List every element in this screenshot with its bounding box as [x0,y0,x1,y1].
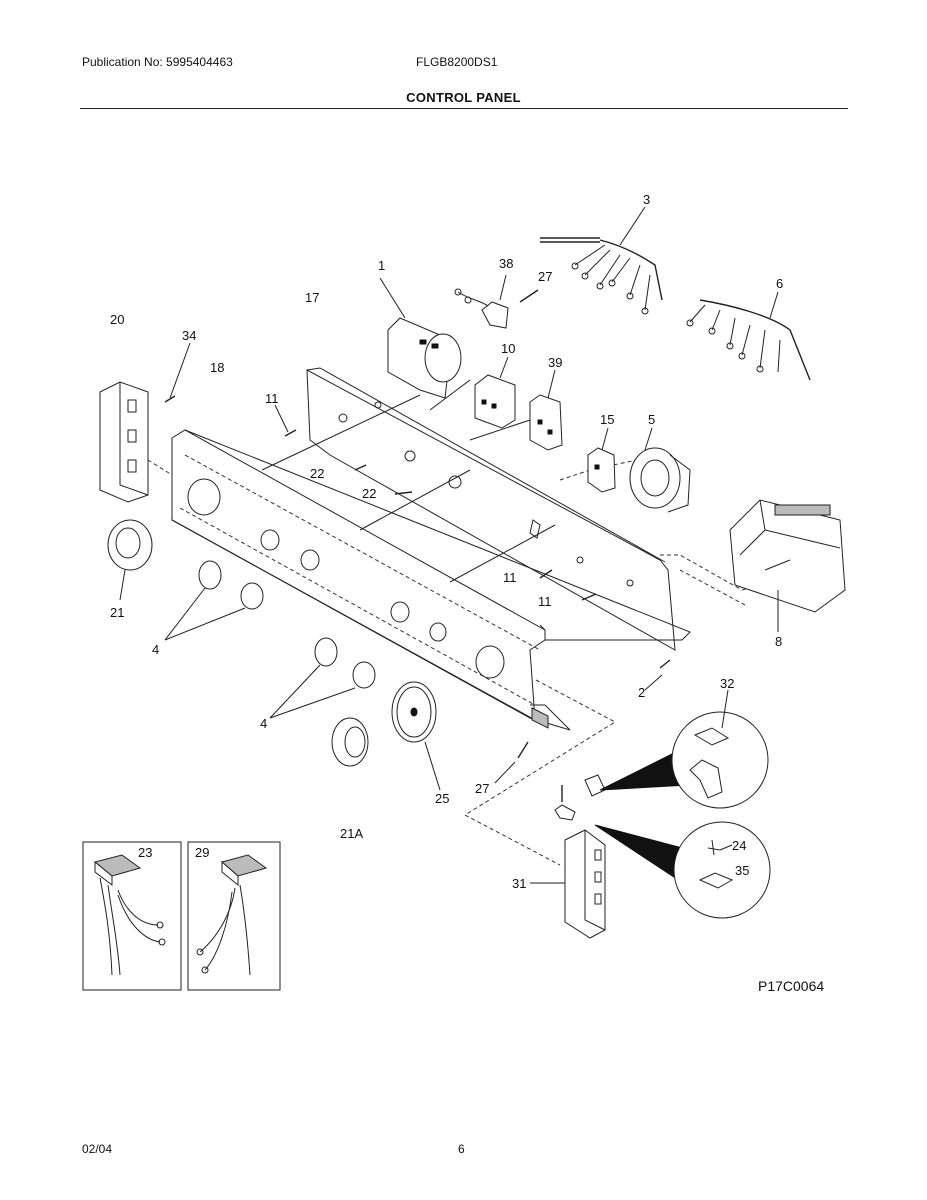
side-bracket-part-18[interactable] [99,342,191,503]
front-console[interactable] [171,429,691,731]
knob-part-21[interactable] [107,519,153,601]
callout-1: 1 [378,258,385,273]
footer-page-number: 6 [458,1142,465,1156]
publication-number: Publication No: 5995404463 [82,55,233,69]
callout-17: 17 [305,290,319,305]
knob-part-21A[interactable] [331,717,369,767]
callout-27: 27 [475,781,489,796]
callout-27: 27 [538,269,552,284]
timer-part-1[interactable] [379,277,462,399]
selector-switch-part-5[interactable] [629,427,691,513]
page-title: CONTROL PANEL [406,90,521,105]
callout-6: 6 [776,276,783,291]
callout-23: 23 [138,845,152,860]
control-board-part-8[interactable] [729,499,846,632]
detail-circle-24-35 [594,821,771,919]
dial-part-25[interactable] [391,681,441,791]
callout-4: 4 [260,716,267,731]
knobs-part-4[interactable] [164,560,376,719]
callout-15: 15 [600,412,614,427]
callout-29: 29 [195,845,209,860]
callout-21: 21 [110,605,124,620]
callout-20: 20 [110,312,124,327]
header-rule [80,108,848,109]
detail-circle-32 [599,689,769,809]
callout-31: 31 [512,876,526,891]
callout-21A: 21A [340,826,363,841]
callout-32: 32 [720,676,734,691]
switch-part-15[interactable] [587,427,616,493]
callout-11: 11 [503,570,517,585]
screws[interactable] [274,404,671,784]
callout-3: 3 [643,192,650,207]
callout-22: 22 [310,466,324,481]
bracket-part-31[interactable] [530,774,606,939]
callout-5: 5 [648,412,655,427]
footer-date: 02/04 [82,1142,113,1156]
callout-38: 38 [499,256,513,271]
wire-harness-part-6[interactable] [686,291,811,381]
callout-18: 18 [210,360,224,375]
inset-box-29[interactable] [187,841,281,991]
callout-34: 34 [182,328,196,343]
callout-22: 22 [362,486,376,501]
figure-code: P17C0064 [758,978,825,994]
callout-11: 11 [265,391,279,406]
callout-4: 4 [152,642,159,657]
callout-10: 10 [501,341,515,356]
switch-part-10[interactable] [474,356,516,429]
callout-8: 8 [775,634,782,649]
wire-connector-part-38[interactable] [454,274,539,329]
inset-box-23[interactable] [82,841,182,991]
wire-harness-part-3[interactable] [540,206,663,315]
callout-24: 24 [732,838,746,853]
callout-39: 39 [548,355,562,370]
callout-2: 2 [638,685,645,700]
model-number: FLGB8200DS1 [416,55,498,69]
callout-25: 25 [435,791,449,806]
switch-part-39[interactable] [529,369,563,451]
callout-35: 35 [735,863,749,878]
callout-11: 11 [538,594,552,609]
